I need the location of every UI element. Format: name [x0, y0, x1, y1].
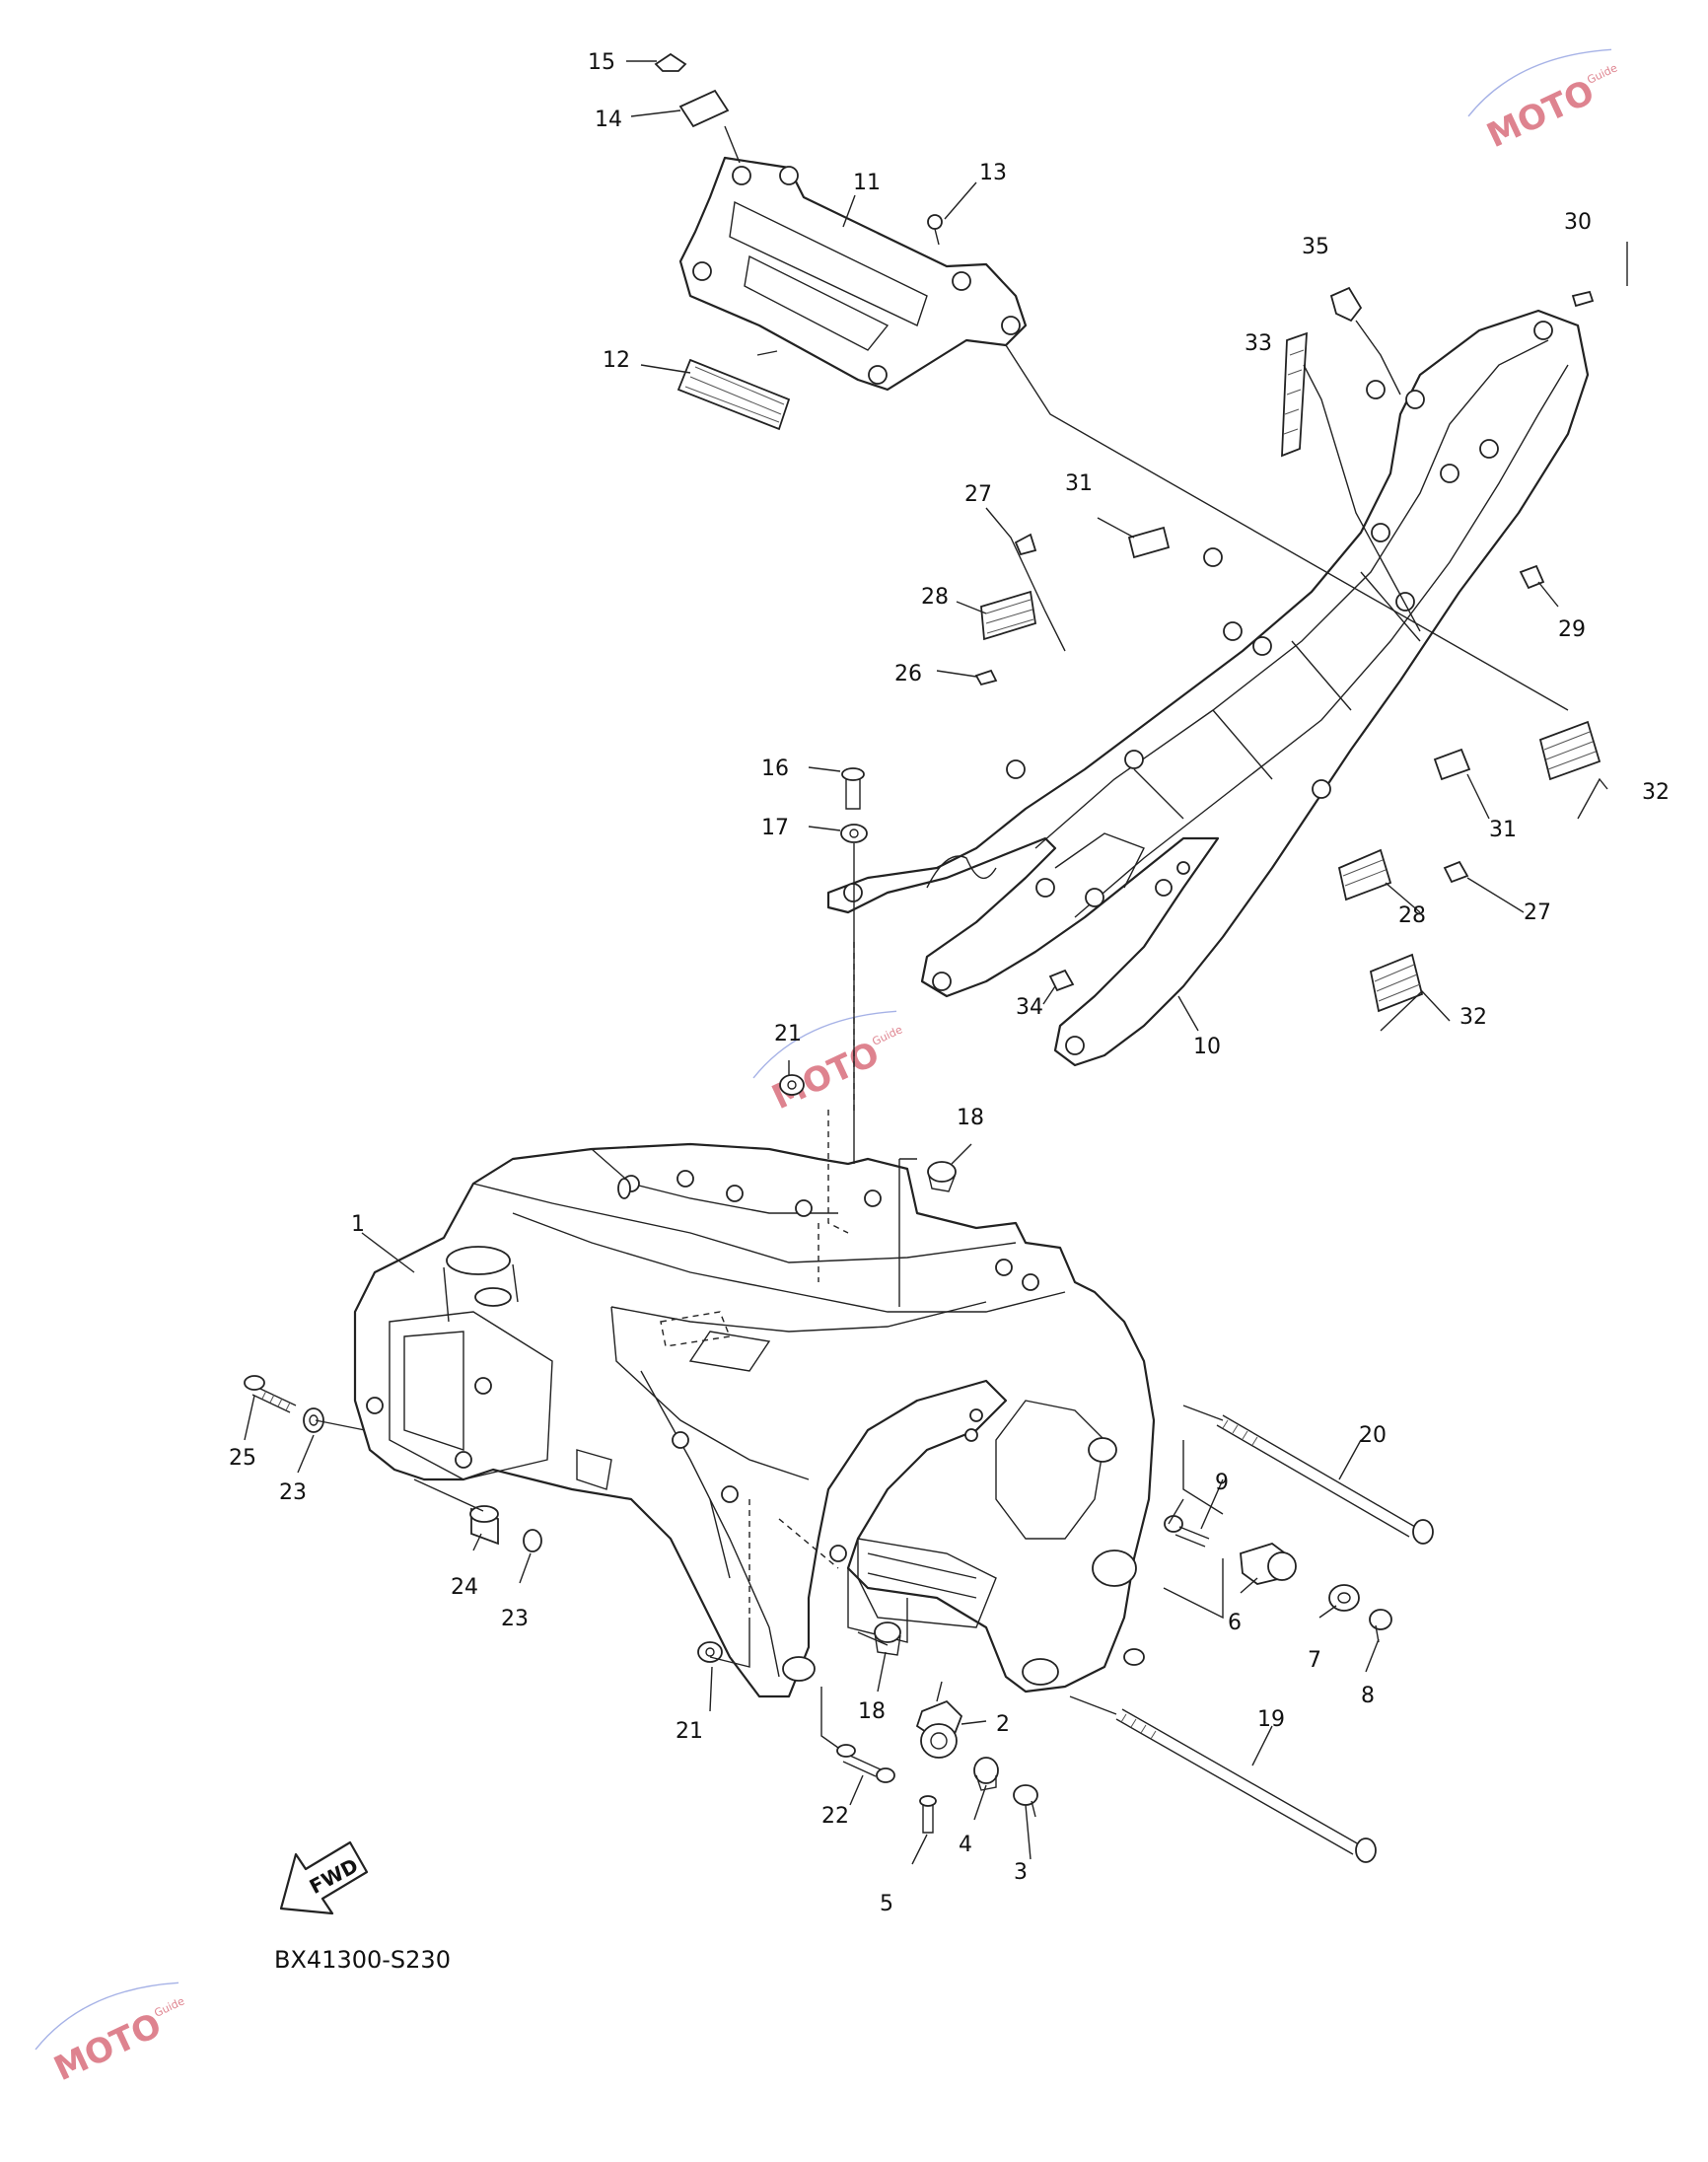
- part-15-clip: [654, 52, 687, 72]
- callout-32-upper: 32: [1642, 780, 1670, 805]
- callout-8: 8: [1361, 1684, 1375, 1708]
- callout-31-upper: 31: [1065, 471, 1093, 496]
- part-5-bolt: [919, 1795, 937, 1834]
- callout-24: 24: [451, 1575, 478, 1600]
- callout-1: 1: [351, 1212, 365, 1237]
- part-27-cover-upper: [1014, 533, 1037, 556]
- part-35-clip: [1329, 286, 1363, 323]
- part-20-long-bolt: [1216, 1414, 1434, 1545]
- part-4-collar: [973, 1757, 999, 1791]
- fwd-arrow-icon: FWD: [279, 1840, 369, 1915]
- callout-19: 19: [1257, 1707, 1285, 1732]
- part-24-collar: [469, 1505, 499, 1546]
- callout-3: 3: [1014, 1860, 1028, 1885]
- part-28-pad-lower: [1337, 848, 1392, 901]
- callout-9: 9: [1215, 1471, 1229, 1495]
- part-18-collar-lower: [874, 1622, 901, 1656]
- part-14-label: [678, 89, 730, 128]
- part-6-mount: [1240, 1543, 1297, 1585]
- part-10-rear-subframe: [826, 309, 1590, 1067]
- callout-23-lower: 23: [501, 1607, 529, 1631]
- callout-25: 25: [229, 1446, 256, 1471]
- part-29-clip: [1519, 564, 1545, 590]
- part-21-nut-lower: [697, 1641, 723, 1663]
- part-19-long-bolt: [1115, 1708, 1377, 1863]
- part-31-pad-lower: [1433, 748, 1471, 781]
- part-18-collar-upper: [927, 1161, 957, 1192]
- leader-lines: [244, 60, 1628, 1865]
- watermark-bottom-left: MOTO Guide: [35, 1982, 186, 2089]
- callout-7: 7: [1308, 1648, 1321, 1673]
- watermark-top-right: MOTO Guide: [1467, 48, 1619, 156]
- callout-34: 34: [1016, 995, 1043, 1020]
- callout-11: 11: [853, 171, 881, 195]
- part-1-main-frame: [353, 1142, 1156, 1698]
- callout-21-lower: 21: [676, 1719, 703, 1744]
- callout-33: 33: [1245, 331, 1272, 356]
- diagram-code: BX41300-S230: [274, 1946, 451, 1974]
- part-7-collar: [1328, 1584, 1360, 1612]
- callout-35: 35: [1302, 235, 1329, 259]
- callout-21-upper: 21: [774, 1022, 802, 1046]
- callout-23-left: 23: [279, 1480, 307, 1505]
- callout-13: 13: [979, 161, 1007, 185]
- part-33-strip: [1281, 331, 1308, 458]
- watermark-center: MOTO Guide: [752, 1010, 904, 1117]
- part-12-pad: [676, 358, 791, 431]
- callout-6: 6: [1228, 1611, 1242, 1635]
- watermark-brand: MOTO: [48, 2005, 168, 2089]
- callout-18-upper: 18: [957, 1106, 984, 1130]
- part-27-cover-lower: [1443, 860, 1469, 884]
- callout-17: 17: [761, 816, 789, 840]
- callout-5: 5: [880, 1892, 893, 1916]
- callout-29: 29: [1558, 617, 1586, 642]
- callout-12: 12: [603, 348, 630, 373]
- callout-20: 20: [1359, 1423, 1387, 1448]
- callout-28-upper: 28: [921, 585, 949, 610]
- part-28-pad-upper: [980, 590, 1037, 641]
- watermark-sub: Guide: [152, 1994, 186, 2020]
- part-21-nut-upper: [779, 1074, 805, 1096]
- part-32-pad-right-upper: [1538, 720, 1601, 781]
- callout-28-lower: 28: [1398, 903, 1426, 928]
- part-31-pad-upper: [1127, 526, 1171, 559]
- part-23-washer-left: [303, 1407, 324, 1433]
- part-13-screw: [927, 214, 943, 246]
- callout-31-lower: 31: [1489, 818, 1517, 842]
- part-8-bolt: [1369, 1609, 1392, 1643]
- part-32-pad-right-lower: [1369, 953, 1424, 1013]
- watermark-sub: Guide: [1585, 61, 1619, 87]
- callout-10: 10: [1193, 1035, 1221, 1059]
- callout-32-lower: 32: [1459, 1005, 1487, 1030]
- callout-2: 2: [996, 1712, 1010, 1737]
- callout-27-upper: 27: [964, 482, 992, 507]
- callout-14: 14: [595, 108, 622, 132]
- callout-4: 4: [959, 1833, 972, 1857]
- watermark-brand: MOTO: [1481, 72, 1601, 156]
- callout-15: 15: [588, 50, 615, 75]
- part-11-top-bracket: [678, 156, 1028, 392]
- watermark-brand: MOTO: [766, 1034, 886, 1117]
- part-30-tab: [1571, 290, 1595, 308]
- part-25-bolt: [244, 1375, 297, 1413]
- part-9-bolt: [1164, 1515, 1210, 1548]
- part-26-clip: [974, 669, 998, 686]
- callout-30: 30: [1564, 210, 1592, 235]
- part-17-nut: [840, 824, 868, 843]
- callouts: 15 14 11 13 12 35 30 33 27 31 28 29 26 1…: [229, 50, 1670, 1916]
- part-2-bracket: [915, 1699, 963, 1759]
- callout-26: 26: [894, 662, 922, 686]
- callout-18-lower: 18: [858, 1699, 886, 1724]
- watermark-sub: Guide: [870, 1023, 904, 1048]
- callout-27-lower: 27: [1524, 901, 1551, 925]
- part-34-grommet: [1048, 969, 1075, 992]
- callout-16: 16: [761, 757, 789, 781]
- callout-22: 22: [821, 1804, 849, 1829]
- part-23-washer-lower: [523, 1529, 542, 1552]
- part-16-bolt: [841, 767, 865, 810]
- part-22-bolt: [836, 1744, 895, 1783]
